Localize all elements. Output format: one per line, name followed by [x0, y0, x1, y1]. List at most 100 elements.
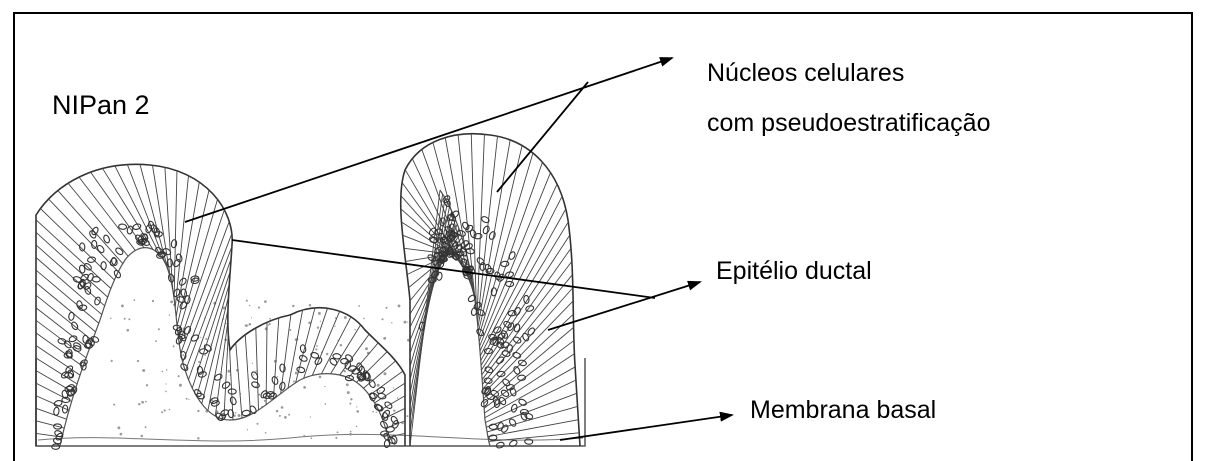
nucleus: [513, 307, 521, 316]
stroma-speck: [161, 411, 163, 413]
stroma-speck: [315, 348, 317, 350]
stroma-speck: [292, 305, 294, 307]
stroma-speck: [334, 326, 335, 327]
cell-boundary: [36, 257, 102, 314]
stroma-speck: [178, 375, 180, 377]
stroma-speck: [124, 318, 126, 320]
annotation-arrows: [185, 58, 732, 440]
cell-boundary: [273, 318, 278, 399]
nucleus: [178, 277, 187, 286]
stroma-speck: [253, 374, 254, 375]
stroma-speck: [381, 318, 383, 320]
diagram-title: NIPan 2: [52, 92, 150, 119]
stroma-speck: [137, 360, 139, 362]
stroma-speck: [303, 435, 305, 437]
stroma-speck: [258, 394, 260, 396]
nucleus: [480, 262, 486, 270]
stroma-speck: [249, 305, 251, 307]
cell-boundary: [36, 308, 89, 349]
stroma-speck: [318, 312, 321, 315]
cell-boundary: [482, 248, 571, 375]
nucleus: [53, 407, 59, 416]
nucleus: [383, 432, 392, 441]
nucleus: [94, 296, 102, 305]
stroma-speck: [268, 325, 269, 326]
stroma-speck: [356, 426, 357, 427]
stroma-speck: [158, 328, 160, 330]
cell-boundary: [480, 184, 557, 351]
stroma-speck: [129, 438, 130, 439]
cell-boundary: [479, 162, 542, 341]
stroma-speck: [127, 329, 130, 332]
nucleus: [176, 253, 183, 262]
stroma-speck: [110, 318, 111, 319]
nucleus: [518, 398, 528, 406]
stroma-speck: [225, 323, 226, 324]
arrow-membrana: [560, 415, 732, 440]
stroma-speck: [281, 406, 284, 409]
stroma-speck: [295, 372, 298, 375]
stroma-speck: [320, 321, 321, 322]
stroma-speck: [277, 376, 278, 377]
stroma-speck: [251, 317, 252, 318]
nucleus: [368, 379, 376, 388]
nucleus: [506, 344, 513, 353]
label-pseudoestratificacao: com pseudoestratificação: [707, 111, 990, 136]
stroma-speck: [340, 344, 342, 346]
label-epitelio-ductal: Epitélio ductal: [716, 259, 872, 284]
stroma-speck: [393, 410, 395, 412]
nucleus: [461, 221, 470, 231]
stroma-speck: [138, 403, 140, 405]
stroma-speck: [316, 345, 318, 347]
stroma-speck: [383, 337, 386, 340]
stroma-speck: [249, 323, 252, 326]
stroma-speck: [197, 437, 199, 439]
stroma-speck: [310, 416, 311, 417]
stroma-speck: [255, 370, 256, 371]
stroma-speck: [161, 371, 163, 373]
stroma-speck: [245, 324, 248, 327]
stroma-speck: [247, 429, 248, 430]
nucleus: [501, 261, 509, 267]
stroma-speck: [319, 376, 322, 379]
stroma-speck: [354, 329, 356, 331]
nucleus: [512, 336, 522, 344]
stroma-speck: [326, 353, 328, 355]
nucleus: [87, 256, 96, 263]
cell-nuclei: [52, 195, 536, 450]
stroma-speck: [188, 399, 189, 400]
nucleus: [279, 364, 285, 373]
stroma-speck: [358, 305, 360, 307]
stroma-speck: [155, 340, 157, 342]
cell-boundary: [236, 343, 242, 418]
stroma-speck: [165, 391, 167, 393]
stroma-speck: [385, 307, 387, 309]
nucleus: [525, 305, 534, 312]
nucleus: [118, 224, 127, 230]
stroma-speck: [246, 300, 248, 302]
label-membrana-basal: Membrana basal: [750, 398, 936, 423]
stroma-speck: [397, 397, 399, 399]
stroma-speck: [264, 300, 267, 303]
stroma-speck: [145, 426, 147, 428]
stroma-speck: [372, 411, 374, 413]
stroma-speck: [344, 370, 346, 372]
stroma-speck: [111, 360, 113, 362]
stroma-speck: [152, 300, 154, 302]
nucleus: [513, 366, 521, 376]
stroma-speck: [376, 412, 377, 413]
cell-boundary: [357, 352, 388, 383]
stroma-speck: [377, 384, 380, 387]
nucleus: [68, 335, 77, 343]
nucleus: [251, 381, 260, 389]
nucleus: [502, 378, 511, 387]
stroma-speck: [337, 431, 339, 433]
stroma-speck: [141, 435, 144, 438]
stroma-speck: [169, 409, 171, 411]
nucleus: [127, 226, 134, 235]
nucleus: [220, 409, 229, 417]
nucleus: [190, 334, 200, 343]
stroma-speck: [391, 322, 392, 323]
stroma-speck: [258, 307, 260, 309]
